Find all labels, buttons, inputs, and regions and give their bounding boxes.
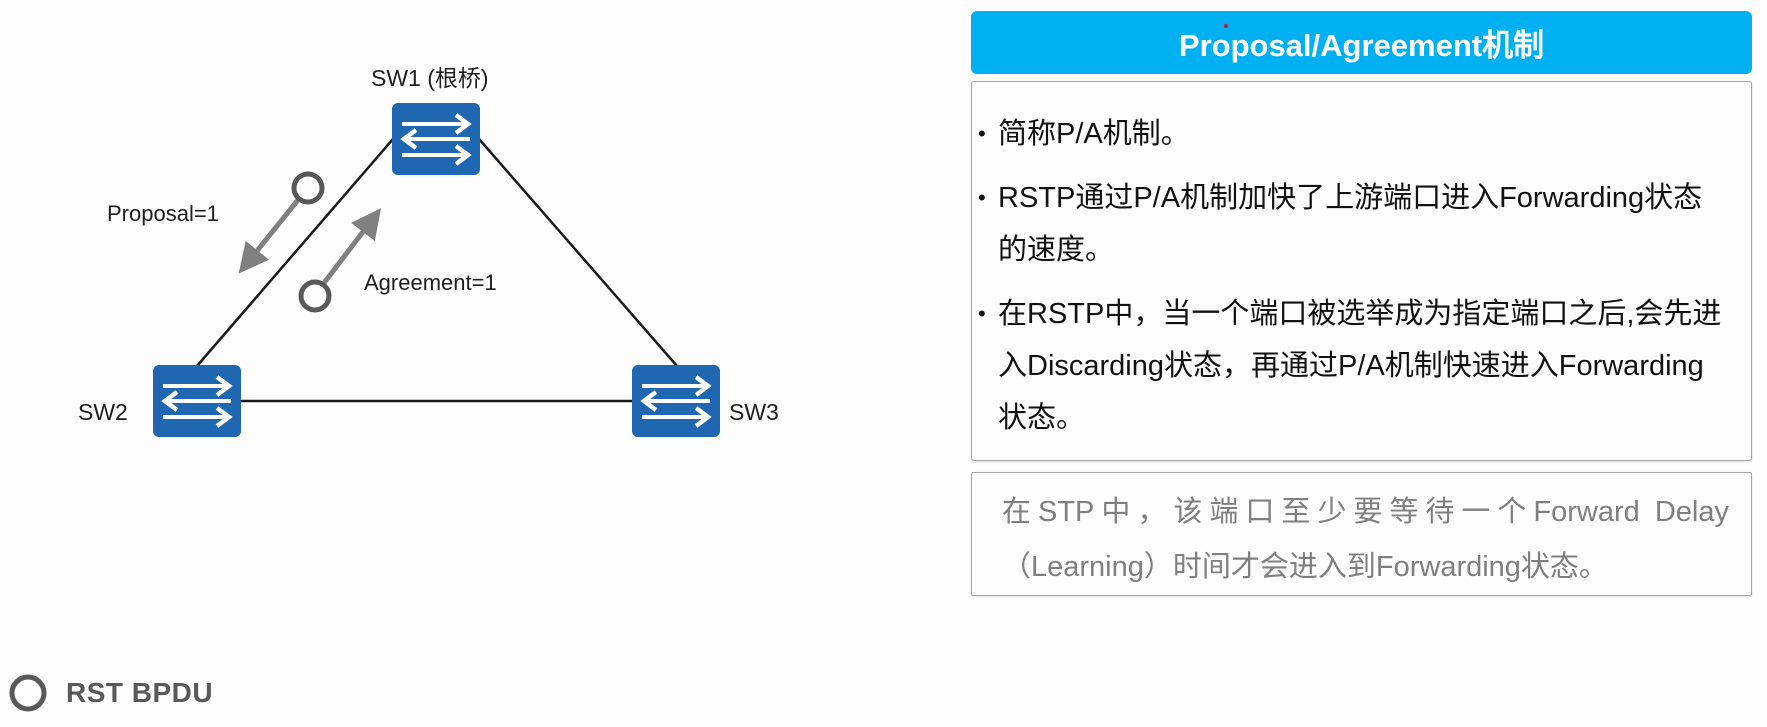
stp-note-text: 在STP中，该端口至少要等待一个Forward Delay（Learning）时… [1002, 496, 1729, 583]
bullet-item: • 在RSTP中，当一个端口被选举成为指定端口之后,会先进入Discarding… [978, 288, 1731, 444]
topology-svg [0, 0, 960, 727]
bullet-icon: • [978, 185, 986, 210]
agreement-bpdu [298, 208, 382, 313]
bullet-text: 简称P/A机制。 [998, 118, 1190, 150]
bullet-item: • 简称P/A机制。 [978, 108, 1731, 160]
agreement-label: Agreement=1 [364, 270, 497, 295]
switch-icon-sw2 [153, 365, 241, 437]
legend-label: RST BPDU [66, 677, 214, 708]
sw1-label: SW1 (根桥) [371, 65, 489, 91]
bullet-text: 在RSTP中，当一个端口被选举成为指定端口之后,会先进入Discarding状态… [998, 298, 1722, 434]
bullet-text: RSTP通过P/A机制加快了上游端口进入Forwarding状态的速度。 [998, 182, 1703, 266]
link-sw1-sw2 [196, 138, 394, 367]
bullet-list: • 简称P/A机制。 • RSTP通过P/A机制加快了上游端口进入Forward… [972, 82, 1751, 444]
pointer-dot [1224, 24, 1228, 28]
panel-body: • 简称P/A机制。 • RSTP通过P/A机制加快了上游端口进入Forward… [971, 81, 1752, 461]
proposal-bpdu [238, 171, 325, 274]
switch-icon-sw1 [392, 103, 480, 175]
stp-note-box: 在STP中，该端口至少要等待一个Forward Delay（Learning）时… [971, 472, 1752, 596]
panel-title: Proposal/Agreement机制 [971, 11, 1752, 74]
bullet-icon: • [978, 301, 986, 326]
proposal-label: Proposal=1 [107, 201, 219, 226]
sw3-label: SW3 [729, 399, 779, 425]
legend: RST BPDU [8, 674, 213, 712]
link-sw1-sw3 [478, 138, 678, 367]
bullet-item: • RSTP通过P/A机制加快了上游端口进入Forwarding状态的速度。 [978, 172, 1731, 276]
bullet-icon: • [978, 121, 986, 146]
panel-title-text: Proposal/Agreement机制 [1178, 28, 1545, 63]
bpdu-circle-icon [9, 674, 47, 712]
switch-icon-sw3 [632, 365, 720, 437]
sw2-label: SW2 [78, 399, 128, 425]
network-diagram: SW1 (根桥) SW2 SW3 Proposal=1 Agreement=1 … [0, 0, 960, 727]
